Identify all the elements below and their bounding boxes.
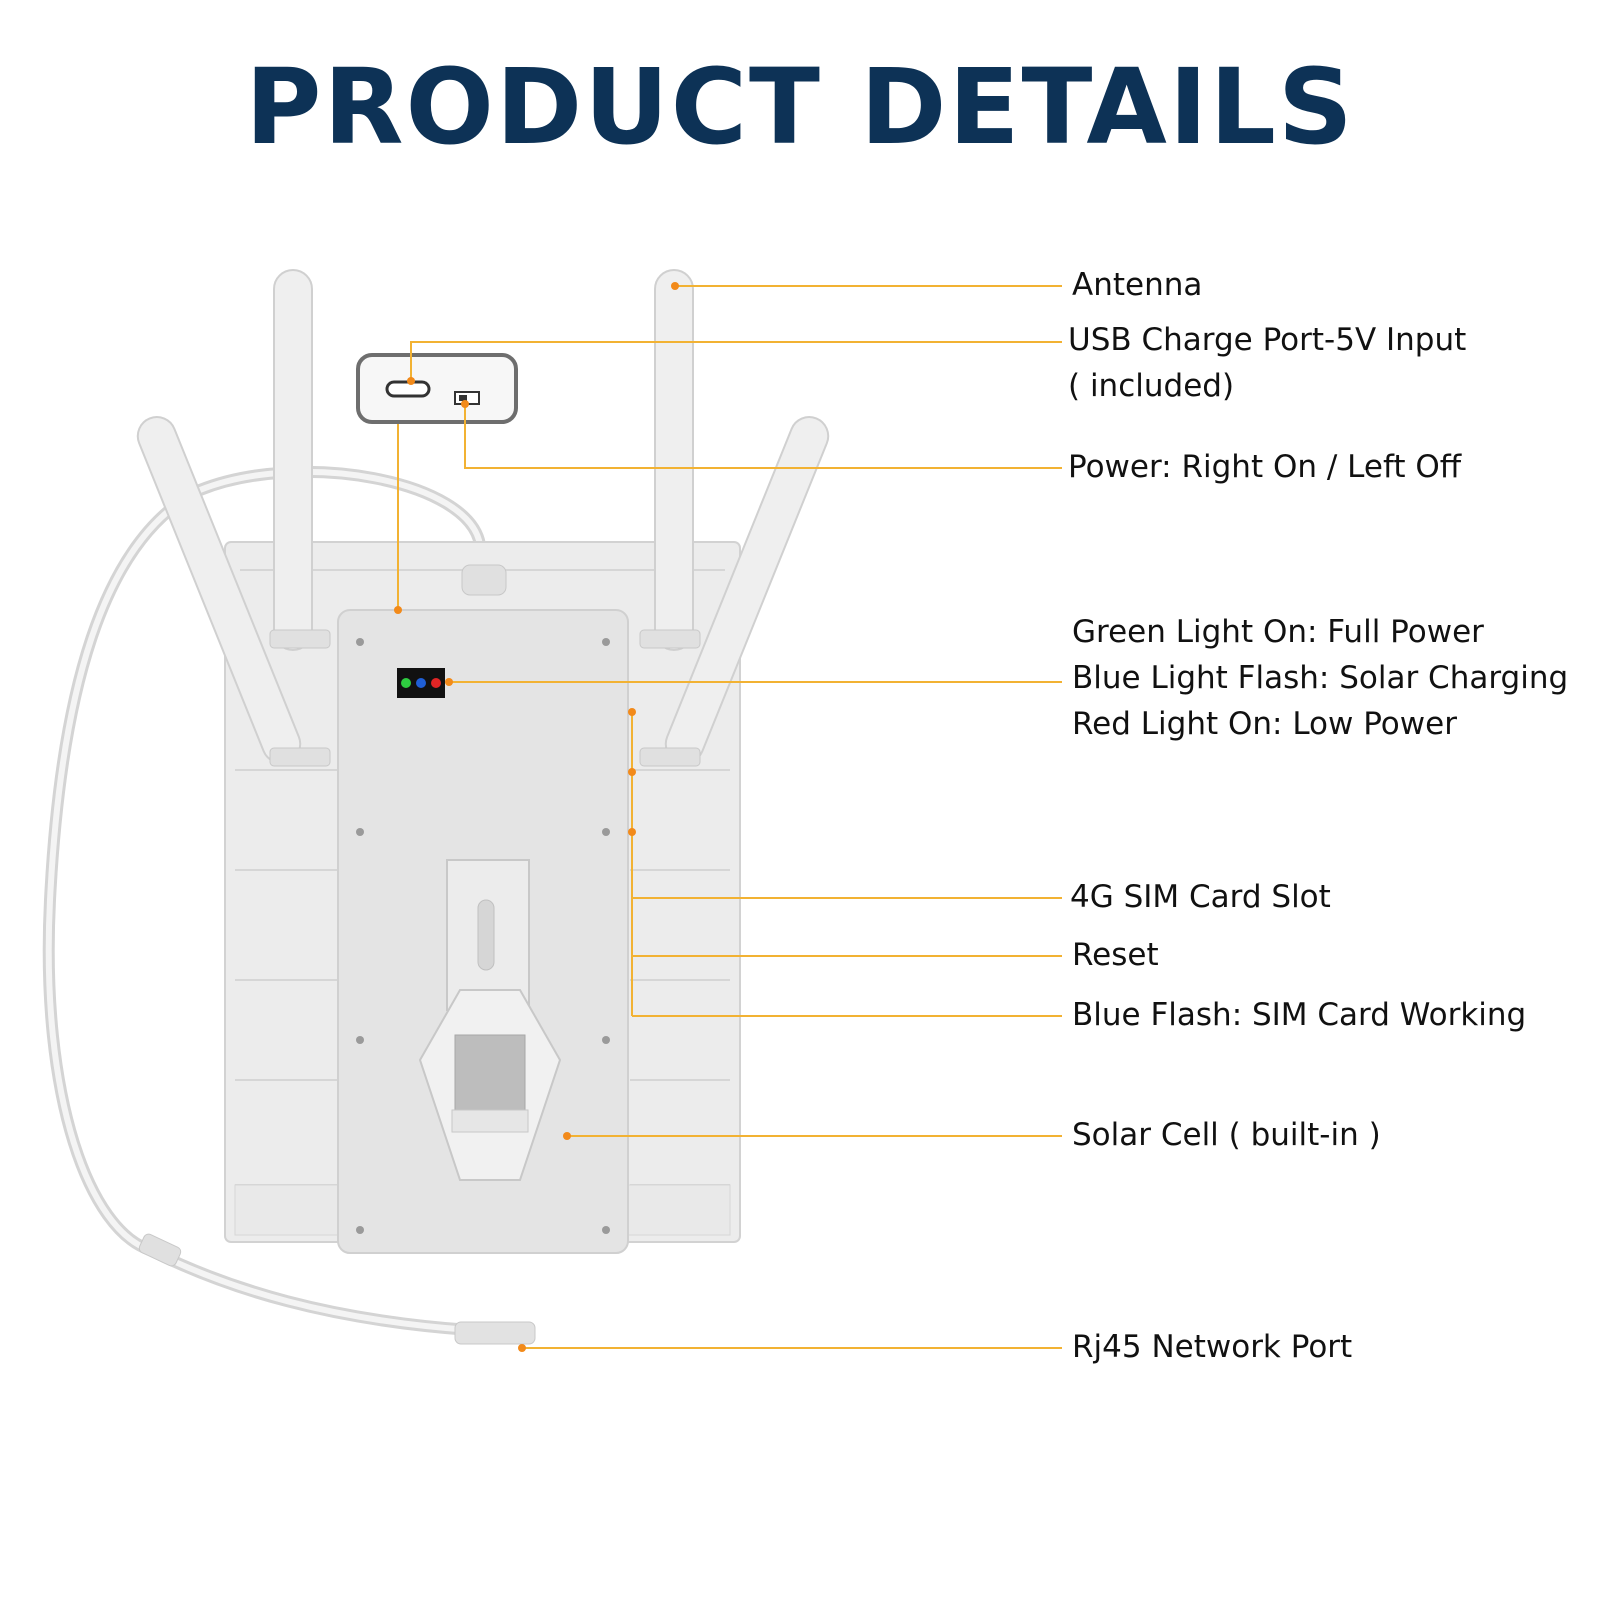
label-usb-charge-port: USB Charge Port-5V Input [1068,322,1467,358]
panel-screws [356,638,610,1234]
usb-port-inset [356,353,518,424]
mount-bracket [418,859,562,1181]
antenna-group [136,269,830,764]
label-sim-working: Blue Flash: SIM Card Working [1072,997,1527,1033]
label-sim-card-slot: 4G SIM Card Slot [1070,879,1331,915]
label-usb-included: ( included) [1068,368,1235,404]
label-solar-cell: Solar Cell ( built-in ) [1072,1117,1381,1153]
label-rj45-port: Rj45 Network Port [1072,1329,1353,1365]
led-red [431,678,441,688]
label-blue-light: Blue Light Flash: Solar Charging [1072,660,1569,696]
leader-dots [394,282,679,1352]
label-red-light: Red Light On: Low Power [1072,706,1457,742]
label-antenna: Antenna [1072,267,1203,303]
label-green-light: Green Light On: Full Power [1072,614,1484,650]
usb-c-port [385,380,431,398]
rj45-connector [454,1321,536,1345]
page-title: PRODUCT DETAILS [245,46,1355,168]
label-power-switch: Power: Right On / Left Off [1068,449,1462,485]
led-green [401,678,411,688]
antenna-left-vertical [273,269,313,651]
led-blue [416,678,426,688]
label-reset: Reset [1072,937,1159,973]
antenna-right-vertical [654,269,694,651]
